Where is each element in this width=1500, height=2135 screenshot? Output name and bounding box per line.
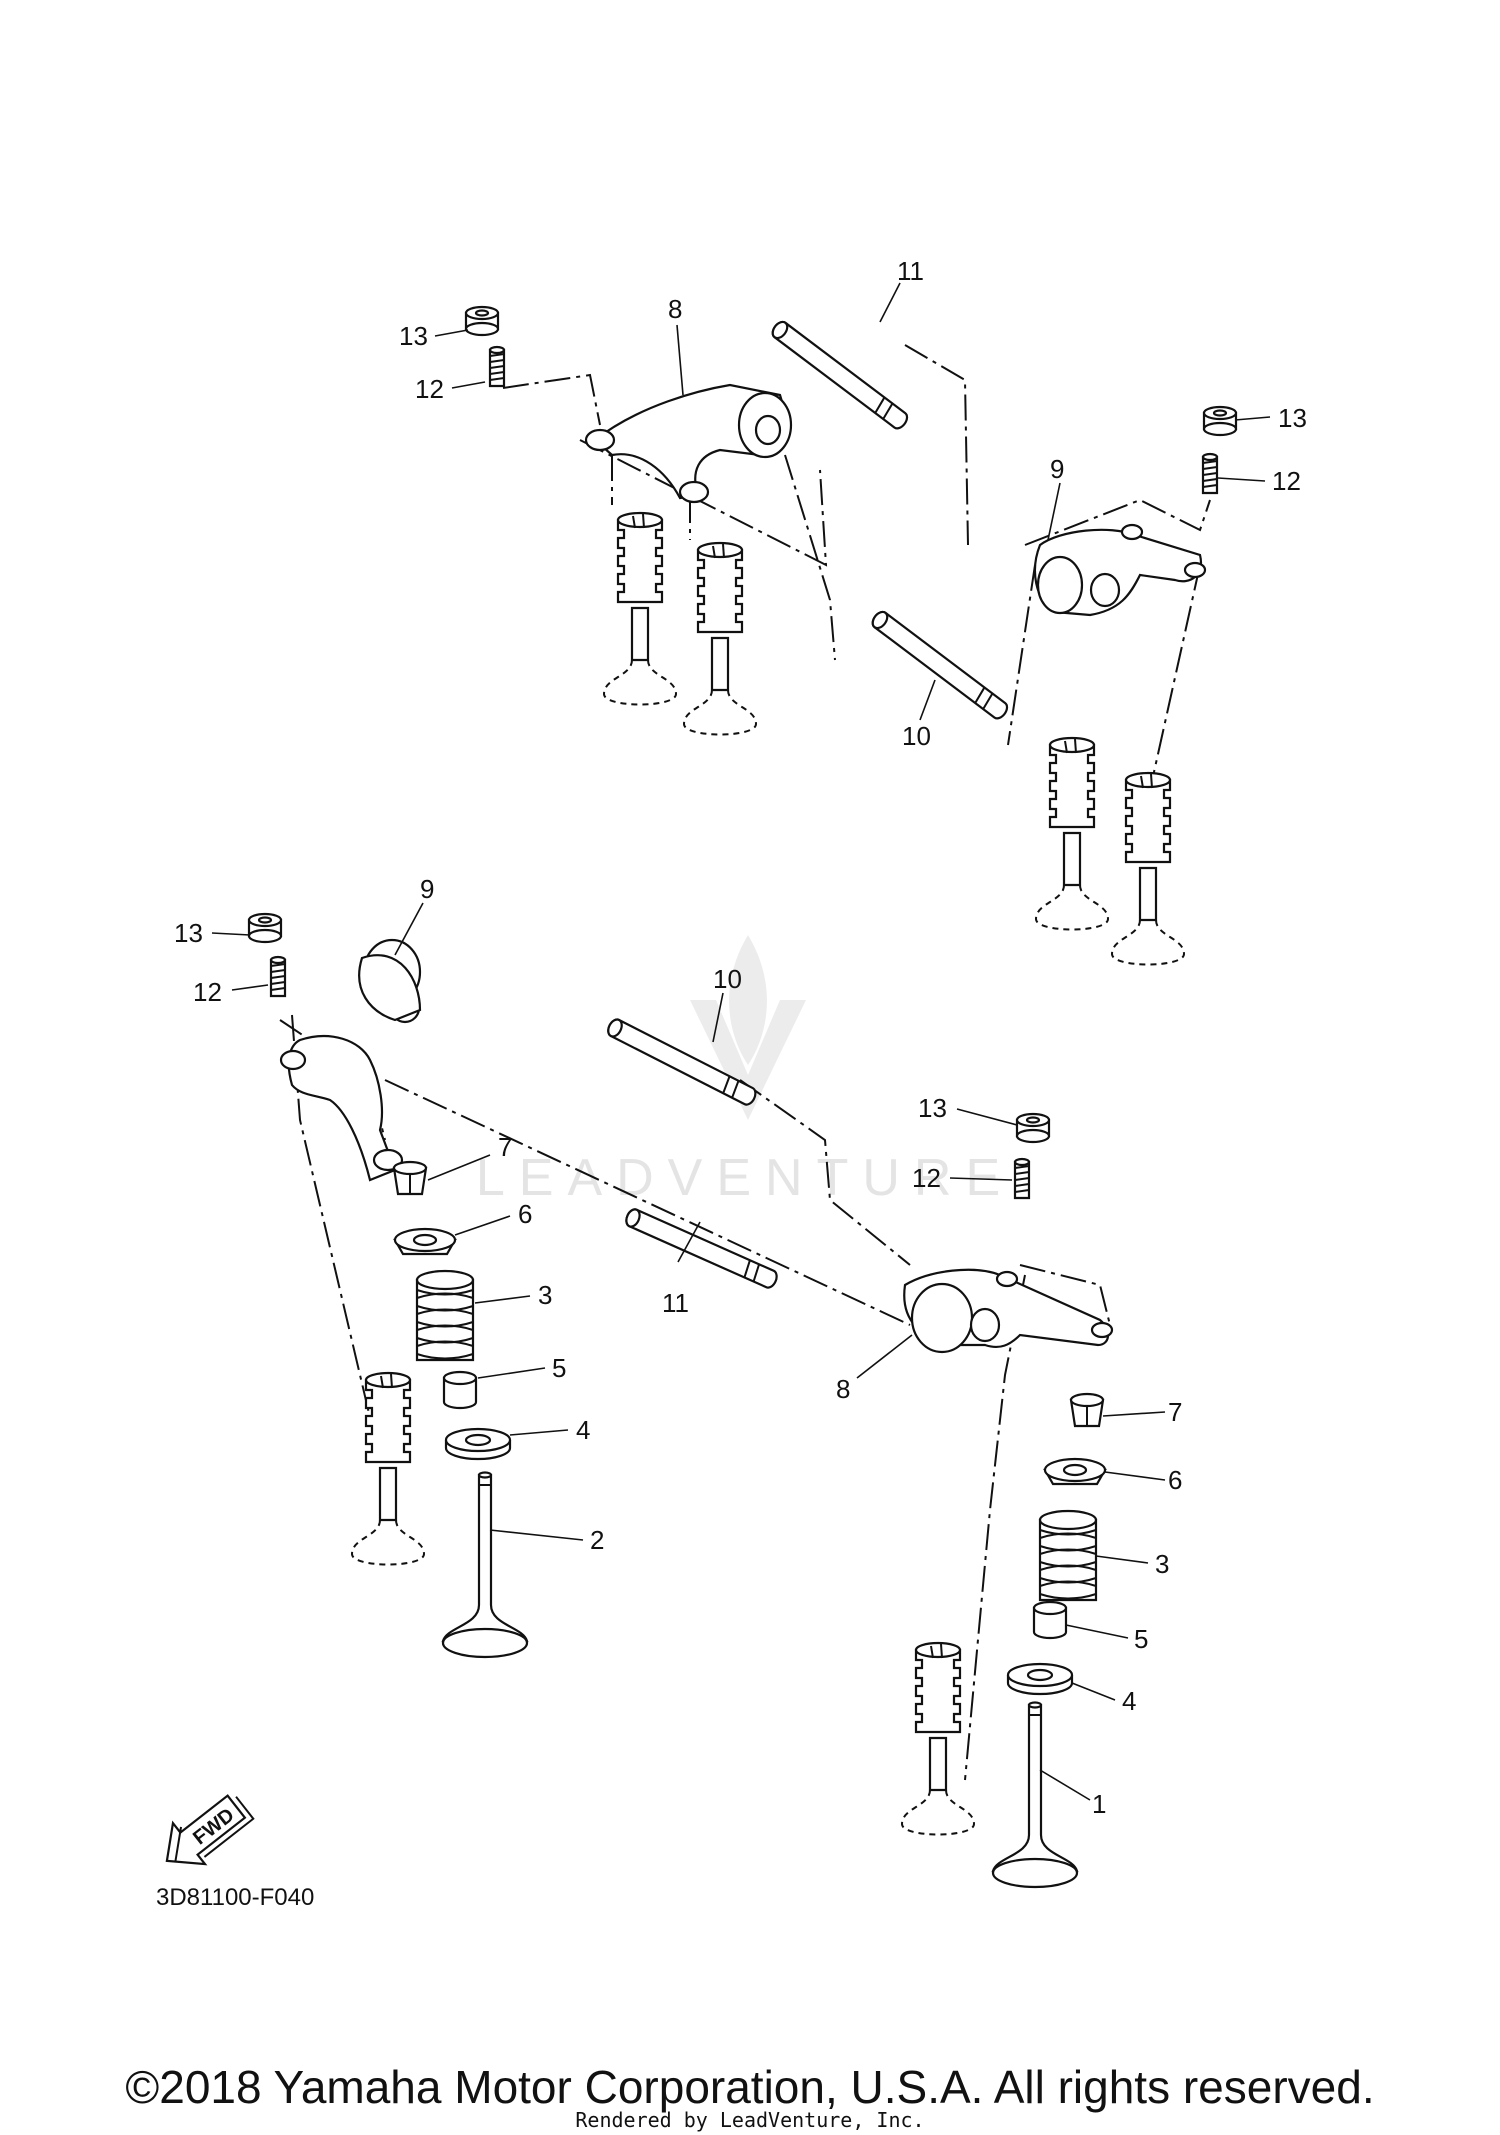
callout-13-lower-left: 13	[174, 918, 203, 948]
callout-5-right: 5	[1134, 1624, 1148, 1654]
callout-11-lower: 11	[662, 1288, 689, 1318]
valve-spring-3-left	[415, 1269, 475, 1362]
stem-seal-5-left	[442, 1370, 478, 1410]
adjusting-screw-12-lower-left	[269, 955, 287, 998]
rendered-by-notice: Rendered by LeadVenture, Inc.	[575, 2108, 925, 2132]
spring-retainer-6-right	[1043, 1457, 1107, 1486]
watermark-text: LEADVENTURE	[476, 1149, 1014, 1207]
valve-spring-3-right	[1038, 1509, 1098, 1602]
callout-10-lower: 10	[713, 964, 742, 994]
valve-cotter-7-left	[392, 1160, 428, 1196]
valve-spring-ghost-upper-2	[682, 541, 758, 736]
callout-6-right: 6	[1168, 1465, 1182, 1495]
spring-seat-4-right	[1006, 1662, 1074, 1696]
nut-13-upper-right	[1202, 405, 1238, 437]
callout-4-left: 4	[576, 1415, 590, 1445]
lower-assembly	[247, 912, 1114, 1889]
rocker-arm-8-upper	[584, 383, 793, 504]
rocker-arm-9-upper	[1033, 523, 1207, 617]
callout-3-left: 3	[538, 1280, 552, 1310]
drawing-number: 3D81100-F040	[156, 1884, 314, 1911]
valve-spring-ghost-lower-right	[900, 1641, 976, 1836]
stem-seal-5-right	[1032, 1600, 1068, 1640]
callout-5-left: 5	[552, 1353, 566, 1383]
callout-9-upper: 9	[1050, 454, 1064, 484]
adjusting-screw-12-upper-left	[488, 345, 506, 388]
spring-retainer-6-left	[393, 1227, 457, 1256]
nut-13-lower-left	[247, 912, 283, 944]
callout-12-upper-right: 12	[1272, 466, 1301, 496]
callout-8-upper: 8	[668, 294, 682, 324]
adjusting-screw-12-upper-right	[1201, 452, 1219, 495]
valve-2-intake	[441, 1471, 529, 1659]
rocker-shaft-11-lower	[622, 1206, 781, 1291]
rocker-shaft-10-upper	[868, 608, 1012, 723]
rocker-arm-8-lower	[903, 1268, 1114, 1354]
callout-12-upper-left: 12	[415, 374, 444, 404]
callout-9-lower: 9	[420, 874, 434, 904]
valve-spring-ghost-upper-4	[1110, 771, 1186, 966]
callout-7-left: 7	[498, 1132, 512, 1162]
nut-13-upper-left	[464, 305, 500, 337]
nut-13-lower-right	[1015, 1112, 1051, 1144]
adjusting-screw-12-lower-right	[1013, 1157, 1031, 1200]
callouts-upper: 13 12 8 11 13 12 9 10	[399, 256, 1307, 751]
callout-7-right: 7	[1168, 1397, 1182, 1427]
upper-assembly	[464, 305, 1238, 966]
valve-spring-ghost-lower-left	[350, 1371, 426, 1566]
valve-spring-ghost-upper-1	[602, 511, 678, 706]
callout-2: 2	[590, 1525, 604, 1555]
rocker-arm-9-lower	[279, 938, 422, 1182]
callout-13-upper-right: 13	[1278, 403, 1307, 433]
callout-3-right: 3	[1155, 1549, 1169, 1579]
callout-12-lower-right: 12	[912, 1163, 941, 1193]
callout-1: 1	[1092, 1789, 1106, 1819]
leadventure-watermark: LEADVENTURE	[476, 935, 1014, 1207]
callout-11-upper: 11	[897, 256, 924, 286]
valve-1-exhaust	[991, 1701, 1079, 1889]
callout-6-left: 6	[518, 1199, 532, 1229]
spring-seat-4-left	[444, 1427, 512, 1461]
fwd-arrow-icon: FWD	[165, 1794, 255, 1866]
callout-10-upper: 10	[902, 721, 931, 751]
valve-spring-ghost-upper-3	[1034, 736, 1110, 931]
callout-12-lower-left: 12	[193, 977, 222, 1007]
rocker-shaft-11-upper	[768, 318, 912, 433]
copyright-notice: ©2018 Yamaha Motor Corporation, U.S.A. A…	[125, 2061, 1375, 2113]
callout-4-right: 4	[1122, 1686, 1136, 1716]
valve-cotter-7-right	[1069, 1392, 1105, 1428]
callout-13-lower-right: 13	[918, 1093, 947, 1123]
callout-8-lower: 8	[836, 1374, 850, 1404]
callouts-lower-right: 13 12 8 7 6 3 5 4 1	[836, 1093, 1182, 1819]
callouts-lower-left: 13 9 12 7 6 3 5 4 2 10 11	[174, 874, 742, 1555]
callout-13-upper-left: 13	[399, 321, 428, 351]
